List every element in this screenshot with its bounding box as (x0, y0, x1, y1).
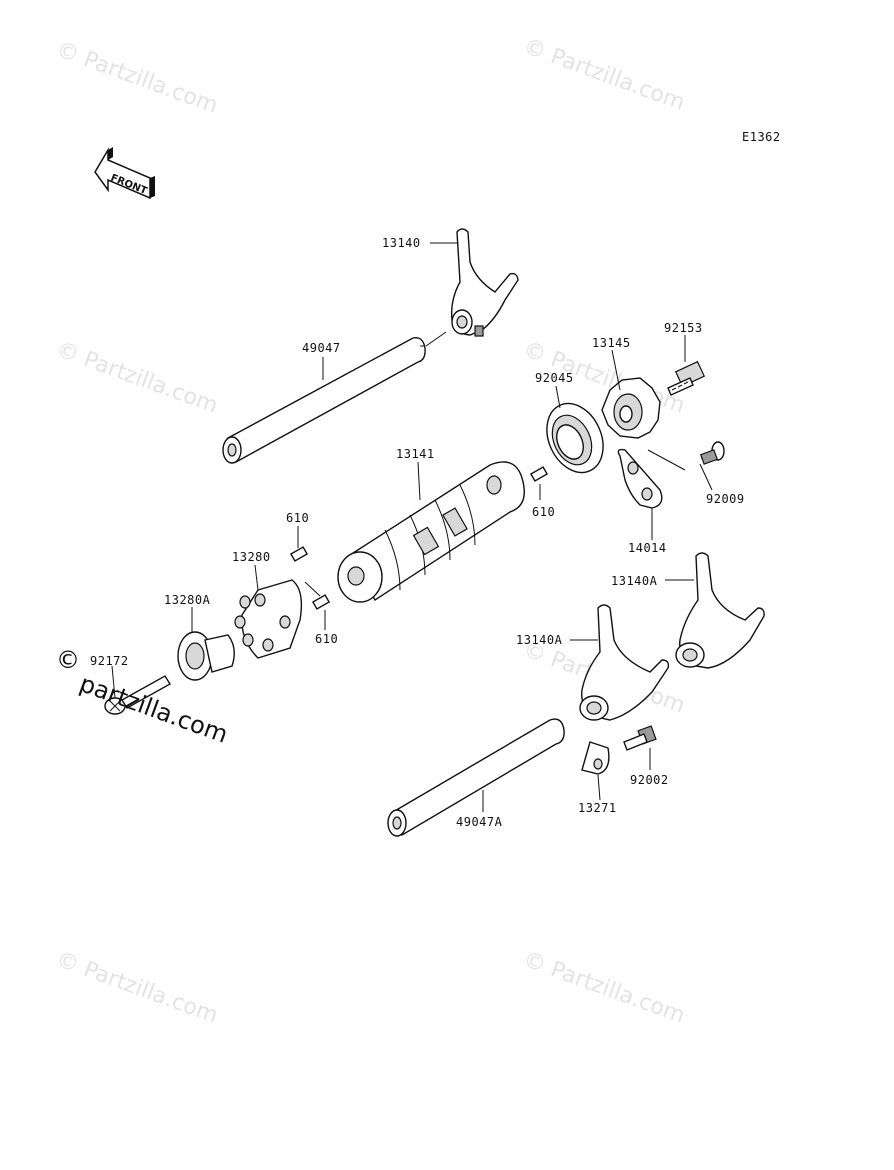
diagram-code: E1362 (742, 130, 781, 144)
stopper-13271 (581, 741, 610, 775)
bearing-92045 (546, 402, 604, 474)
cam-13280 (234, 579, 303, 659)
screw-92009 (699, 441, 725, 465)
pin-610-lower (311, 594, 331, 610)
watermark: © Partzilla.com (53, 337, 221, 419)
label-610-right: 610 (532, 505, 555, 519)
pin-610-right (529, 466, 549, 482)
label-92153: 92153 (664, 321, 703, 335)
label-13280A: 13280A (164, 593, 211, 607)
label-13145: 13145 (592, 336, 631, 350)
label-13141: 13141 (396, 447, 435, 461)
shaft-49047 (222, 337, 426, 464)
shift-fork-13140A-right (675, 552, 765, 669)
watermark: © Partzilla.com (520, 34, 688, 116)
shaft-49047A (387, 718, 565, 837)
holder-13280A (177, 631, 235, 681)
front-arrow-icon: FRONT (94, 147, 155, 200)
label-49047A: 49047A (456, 815, 503, 829)
label-610-left: 610 (286, 511, 309, 525)
part-labels: 13140 49047 13145 92153 92045 13141 610 … (90, 236, 745, 829)
watermark: © Partzilla.com (53, 947, 221, 1029)
label-92045: 92045 (535, 371, 574, 385)
bolt-92172 (104, 675, 171, 715)
plate-14014 (617, 448, 663, 509)
label-92009: 92009 (706, 492, 745, 506)
pin-610-left (289, 546, 309, 562)
copyright-symbol: © (56, 646, 80, 674)
shift-drum-13141 (337, 461, 525, 603)
watermark: © Partzilla.com (53, 37, 221, 119)
label-13140A-right: 13140A (611, 574, 658, 588)
label-14014: 14014 (628, 541, 667, 555)
label-92172: 92172 (90, 654, 129, 668)
label-610-lower: 610 (315, 632, 338, 646)
leader-lines (111, 242, 713, 812)
bolt-92002 (623, 725, 657, 751)
watermark: © Partzilla.com (520, 947, 688, 1029)
label-49047: 49047 (302, 341, 341, 355)
shift-fork-13140A-left (579, 604, 670, 721)
label-92002: 92002 (630, 773, 669, 787)
shift-fork-13140 (450, 228, 519, 337)
label-13271: 13271 (578, 801, 617, 815)
label-13140A-left: 13140A (516, 633, 563, 647)
label-13280: 13280 (232, 550, 271, 564)
gear-13145 (601, 377, 661, 439)
bolt-92153 (667, 360, 706, 396)
watermark-brand: partzilla.com (76, 669, 232, 748)
label-13140: 13140 (382, 236, 421, 250)
